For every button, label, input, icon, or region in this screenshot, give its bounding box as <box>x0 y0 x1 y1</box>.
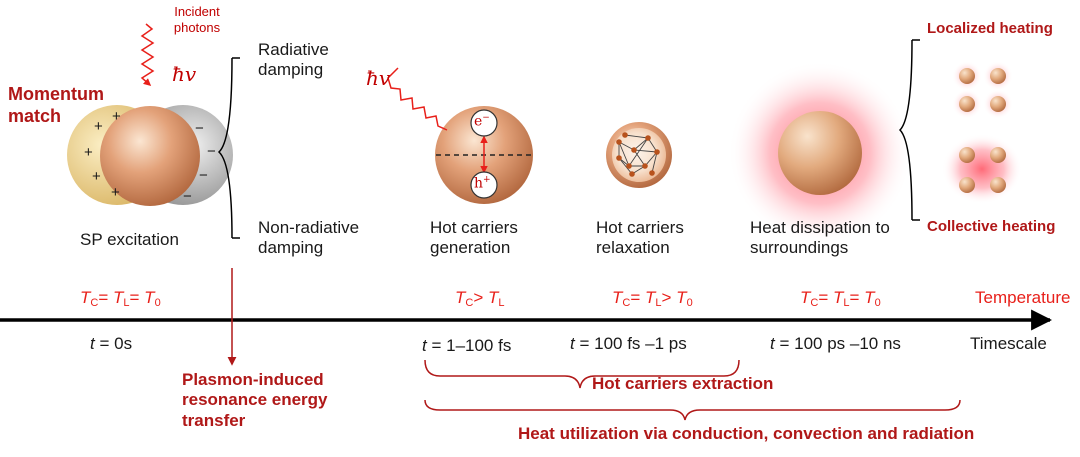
hot-carrier-generation-graphic <box>435 106 533 204</box>
plus-sign-1: + <box>94 118 103 135</box>
heating-brace <box>898 39 913 221</box>
emitted-hv-label: ħv <box>366 66 391 90</box>
minus-sign-2: − <box>207 143 216 160</box>
temperature-equal-t0: TC= TL= T0 <box>80 288 161 309</box>
timescale-t0: t = 0s <box>90 334 133 353</box>
timescale-t3: t = 100 ps –10 ns <box>770 334 901 353</box>
timescale-t2: t = 100 fs –1 ps <box>570 334 687 353</box>
heat-dissipation-graphic <box>728 61 912 245</box>
minus-sign-1: − <box>195 120 204 137</box>
incident-photons-label: Incident photons <box>173 4 221 35</box>
collective-heating-graphic <box>942 134 1022 204</box>
nanoparticle-sphere <box>100 106 200 206</box>
extraction-brace <box>424 359 740 389</box>
plus-sign-5: + <box>112 108 121 125</box>
hole-circle <box>470 171 498 199</box>
emitted-photon-wave <box>387 67 448 131</box>
extraction-label: Hot carriers extraction <box>592 374 774 393</box>
radiative-damping-label: Radiative damping <box>258 40 329 80</box>
piret-label: Plasmon-induced resonance energy transfe… <box>182 370 328 430</box>
relaxation-sphere-inner <box>612 128 666 182</box>
momentum-match-label: Momentum match <box>8 84 104 126</box>
electron-circle <box>470 109 498 137</box>
sp-excitation-graphic <box>67 105 233 206</box>
stage-dissipation-label: Heat dissipation to surroundings <box>750 218 890 258</box>
utilization-brace <box>424 399 961 421</box>
scattering-nodes <box>616 132 660 177</box>
electron-label: e− <box>474 113 490 130</box>
temperature-carrier-gt-lattice: TC> TL <box>455 288 505 309</box>
localized-heating-label: Localized heating <box>927 20 1053 37</box>
timescale-t1: t = 1–100 fs <box>422 336 512 355</box>
plus-sign-2: + <box>84 144 93 161</box>
hot-carrier-relaxation-graphic <box>606 122 672 188</box>
incident-photon-wave <box>140 23 155 86</box>
non-radiative-damping-label: Non-radiative damping <box>258 218 360 258</box>
minus-sign-4: − <box>183 188 192 205</box>
stage-generation-label: Hot carriers generation <box>430 218 518 258</box>
heat-sphere <box>778 111 862 195</box>
stage-relaxation-label: Hot carriers relaxation <box>596 218 684 258</box>
hole-label: h+ <box>474 175 491 192</box>
collective-heating-label: Collective heating <box>927 218 1056 235</box>
temperature-equilibrium: TC= TL= T0 <box>800 288 881 309</box>
sp-excitation-label: SP excitation <box>80 230 179 249</box>
plus-sign-3: + <box>92 168 101 185</box>
utilization-label: Heat utilization via conduction, convect… <box>518 424 975 443</box>
temperature-equal-gt-ambient: TC= TL> T0 <box>612 288 693 309</box>
temperature-row-label: Temperature <box>975 288 1071 307</box>
timescale-row-label: Timescale <box>970 334 1047 353</box>
damping-brace <box>217 57 233 239</box>
minus-sign-3: − <box>199 167 208 184</box>
localized-heating-graphic <box>952 61 1013 119</box>
plus-sign-4: + <box>111 184 120 201</box>
incident-hv-label: ħv <box>172 62 197 86</box>
